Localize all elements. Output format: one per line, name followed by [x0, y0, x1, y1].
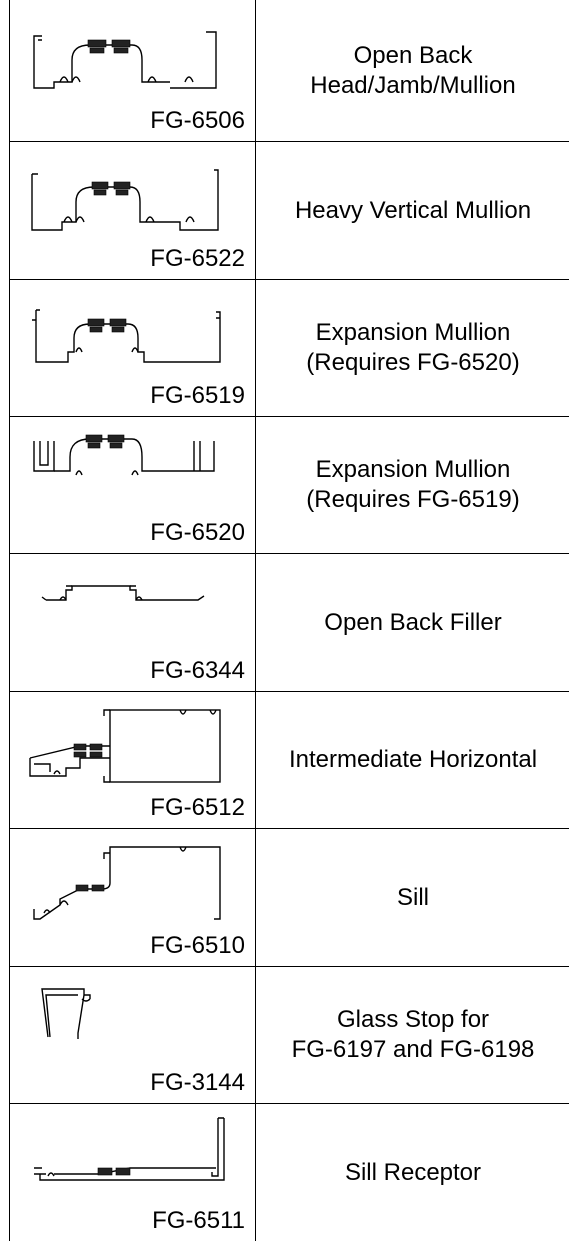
glass-stop-profile-icon [41, 988, 91, 1039]
profile-cell: FG-6512 [10, 692, 255, 828]
profile-cell: FG-6520 [10, 417, 255, 553]
product-code: FG-6512 [150, 794, 245, 821]
table-row: FG-6512 Intermediate Horizontal [10, 692, 569, 829]
table-row: FG-6522 Heavy Vertical Mullion [10, 142, 569, 280]
description-cell: Intermediate Horizontal [256, 692, 569, 828]
table-row: FG-6510 Sill [10, 829, 569, 967]
product-code: FG-6522 [150, 245, 245, 272]
profile-cell: FG-6511 [10, 1104, 255, 1241]
description-cell: Sill [256, 829, 569, 966]
description-cell: Open Back Head/Jamb/Mullion [256, 0, 569, 141]
product-code: FG-6344 [150, 657, 245, 684]
product-description: Open Back Filler [324, 608, 502, 636]
product-description: Glass Stop for FG-6197 and FG-6198 [291, 1006, 535, 1063]
open-back-head-jamb-mullion-profile-icon [33, 31, 217, 89]
expansion-mullion-profile-icon [33, 434, 215, 476]
product-description: Heavy Vertical Mullion [294, 196, 532, 224]
product-description: Sill [396, 883, 429, 911]
table-row: FG-6344 Open Back Filler [10, 554, 569, 692]
product-description: Open Back Head/Jamb/Mullion [310, 41, 516, 99]
description-cell: Heavy Vertical Mullion [256, 142, 569, 279]
description-cell: Expansion Mullion (Requires FG-6520) [256, 280, 569, 416]
product-code: FG-3144 [150, 1069, 245, 1096]
description-cell: Glass Stop for FG-6197 and FG-6198 [256, 967, 569, 1103]
profile-cell: FG-6510 [10, 829, 255, 966]
product-code: FG-6520 [150, 519, 245, 546]
product-description: Sill Receptor [344, 1158, 482, 1186]
profile-table: FG-6506 Open Back Head/Jamb/Mullion FG-6… [9, 0, 569, 1241]
profile-cell: FG-3144 [10, 967, 255, 1103]
expansion-mullion-profile-icon [32, 309, 221, 363]
profile-cell: FG-6506 [10, 0, 255, 141]
product-code: FG-6510 [150, 932, 245, 959]
table-row: FG-6506 Open Back Head/Jamb/Mullion [10, 0, 569, 142]
profile-cell: FG-6344 [10, 554, 255, 691]
description-cell: Open Back Filler [256, 554, 569, 691]
table-row: FG-6519 Expansion Mullion (Requires FG-6… [10, 280, 569, 417]
intermediate-horizontal-profile-icon [29, 709, 221, 783]
open-back-filler-profile-icon [41, 585, 205, 601]
table-row: FG-3144 Glass Stop for FG-6197 and FG-61… [10, 967, 569, 1104]
sill-receptor-profile-icon [34, 1117, 225, 1181]
product-description: Expansion Mullion (Requires FG-6519) [306, 456, 520, 513]
description-cell: Expansion Mullion (Requires FG-6519) [256, 417, 569, 553]
profile-cell: FG-6522 [10, 142, 255, 279]
table-row: FG-6520 Expansion Mullion (Requires FG-6… [10, 417, 569, 554]
description-cell: Sill Receptor [256, 1104, 569, 1241]
product-description: Expansion Mullion (Requires FG-6520) [306, 319, 520, 376]
sill-profile-icon [33, 846, 221, 920]
product-code: FG-6511 [152, 1207, 245, 1234]
product-code: FG-6506 [150, 107, 245, 134]
profile-cell: FG-6519 [10, 280, 255, 416]
product-description: Intermediate Horizontal [288, 746, 538, 773]
column-divider [255, 0, 256, 1241]
table-row: FG-6511 Sill Receptor [10, 1104, 569, 1241]
heavy-vertical-mullion-profile-icon [31, 169, 219, 231]
product-code: FG-6519 [150, 382, 245, 409]
